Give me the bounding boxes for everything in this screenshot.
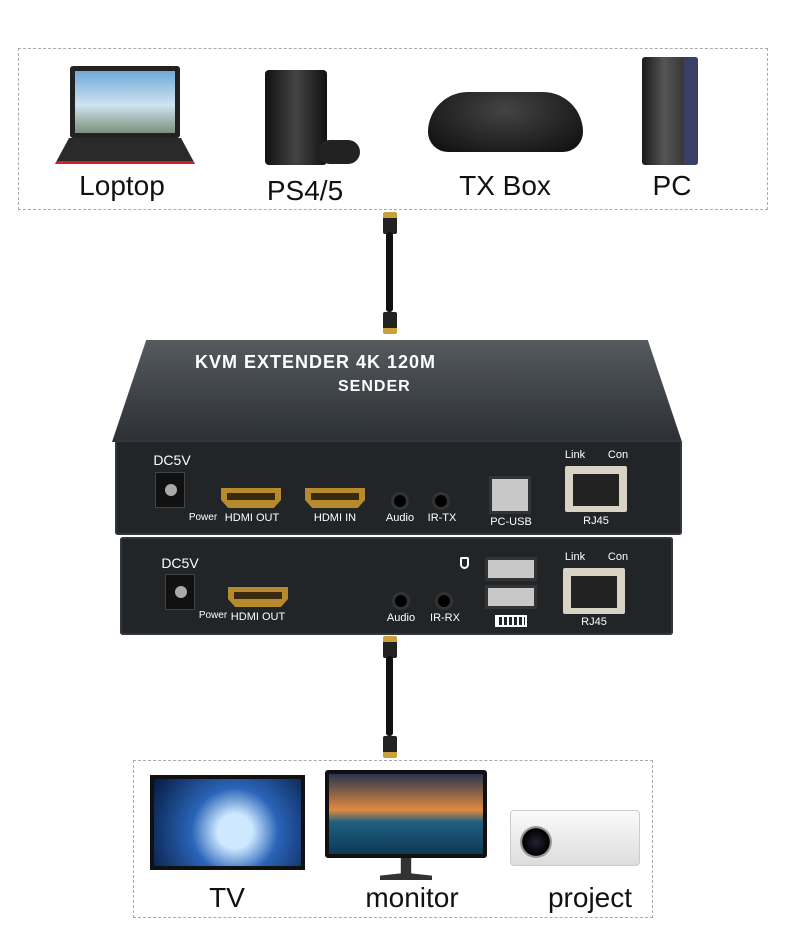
source-label-ps: PS4/5 [266,175,344,206]
hdmi-out-label: HDMI OUT [230,611,286,623]
hdmi-in-label: HDMI IN [313,512,357,524]
hdmi-plug [383,736,397,758]
receiver-front-panel: DC5V Power HDMI OUT Audio IR-RX Link Con… [120,537,673,635]
monitor-image [325,770,487,858]
ir-tx-port [432,492,450,510]
con-label: Con [607,551,629,563]
keyboard-icon [495,615,527,627]
audio-label: Audio [386,612,416,624]
sender-title: KVM EXTENDER 4K 120M [195,352,437,372]
display-label-projector: project [547,882,633,913]
rj45-port [563,568,625,614]
pc-tower-image [642,57,698,165]
rj45-port [565,466,627,512]
power-label: Power [188,512,218,523]
sender-subtitle: SENDER [338,378,411,395]
link-label: Link [564,551,586,563]
source-label-pc: PC [652,170,692,201]
dc-power-port [155,472,185,508]
playstation-image [265,70,327,165]
usb-a-port-mouse [485,557,537,581]
tv-box-image [428,92,583,152]
source-devices-box [18,48,768,210]
hdmi-plug [383,212,397,234]
hdmi-cable-bottom [386,656,393,736]
con-label: Con [607,449,629,461]
ir-rx-label: IR-RX [430,612,460,624]
display-label-tv: TV [209,882,245,913]
dc-power-port [165,574,195,610]
hdmi-cable-top [386,232,393,312]
display-label-monitor: monitor [365,882,459,913]
sender-front-panel: DC5V Power HDMI OUT HDMI IN Audio IR-TX … [115,440,682,535]
dc-label: DC5V [153,452,191,468]
hdmi-out-port [228,587,288,607]
hdmi-out-port [221,488,281,508]
source-label-txbox: TX Box [459,170,551,201]
audio-label: Audio [385,512,415,524]
tv-image [150,775,305,870]
usb-a-port-keyboard [485,585,537,609]
hdmi-plug [383,636,397,658]
power-label: Power [198,610,228,621]
audio-port [392,592,410,610]
audio-port [391,492,409,510]
rj45-label: RJ45 [583,515,609,527]
hdmi-in-port [305,488,365,508]
pc-usb-label: PC-USB [490,516,532,528]
hdmi-out-label: HDMI OUT [224,512,280,524]
gamepad-image [318,140,360,164]
display-devices-box [133,760,653,918]
source-label-laptop: Loptop [79,170,165,201]
usb-b-port [489,476,531,514]
laptop-image [70,66,180,138]
projector-lens [520,826,552,858]
link-label: Link [564,449,586,461]
mouse-icon [460,557,469,569]
laptop-base [55,138,195,164]
dc-label: DC5V [161,555,199,571]
ir-rx-port [435,592,453,610]
rj45-label: RJ45 [581,616,607,628]
ir-tx-label: IR-TX [427,512,457,524]
sender-top-face [112,340,682,442]
hdmi-plug [383,312,397,334]
